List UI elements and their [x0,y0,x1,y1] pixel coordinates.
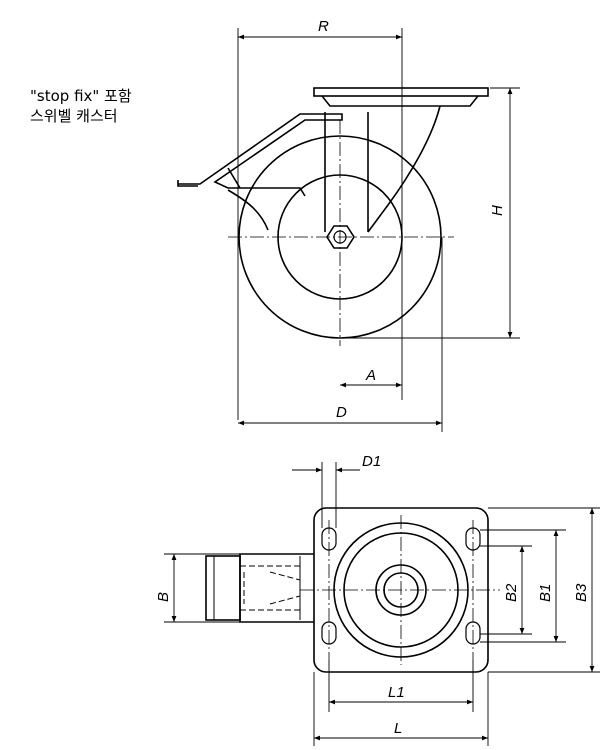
top-dimensions [164,462,600,746]
side-view [177,87,489,339]
dim-R-label: R [318,18,329,35]
swivel-bearing [321,95,479,107]
caption-line-2: 스위벨 캐스터 [30,107,118,125]
brake-arm [227,189,269,231]
drawing-caption: "stop fix" 포함 스위벨 캐스터 [30,86,132,126]
side-centerlines [228,120,454,346]
axle-nut [326,225,355,249]
caption-line-1: "stop fix" 포함 [30,87,132,105]
dim-H-label: H [489,205,506,216]
brake-pedal [177,180,198,187]
mounting-plate [313,87,489,97]
side-dimensions [237,28,520,432]
dim-L-label: L [394,720,402,737]
pedal-hidden-lines [240,565,301,611]
dim-A-label: A [365,367,376,384]
dim-B1-label: B1 [537,584,554,602]
brake-pedal-top [239,553,314,623]
brake-lever [178,113,343,197]
dim-B2-label: B2 [503,583,520,602]
dim-B3-label: B3 [573,583,590,602]
dim-D1-label: D1 [362,453,381,470]
pedal-block [205,555,241,621]
top-centerlines [300,515,500,665]
dim-D-label: D [336,404,347,421]
dim-B-label: B [155,592,172,602]
fork [367,105,441,233]
dim-L1-label: L1 [388,684,405,701]
